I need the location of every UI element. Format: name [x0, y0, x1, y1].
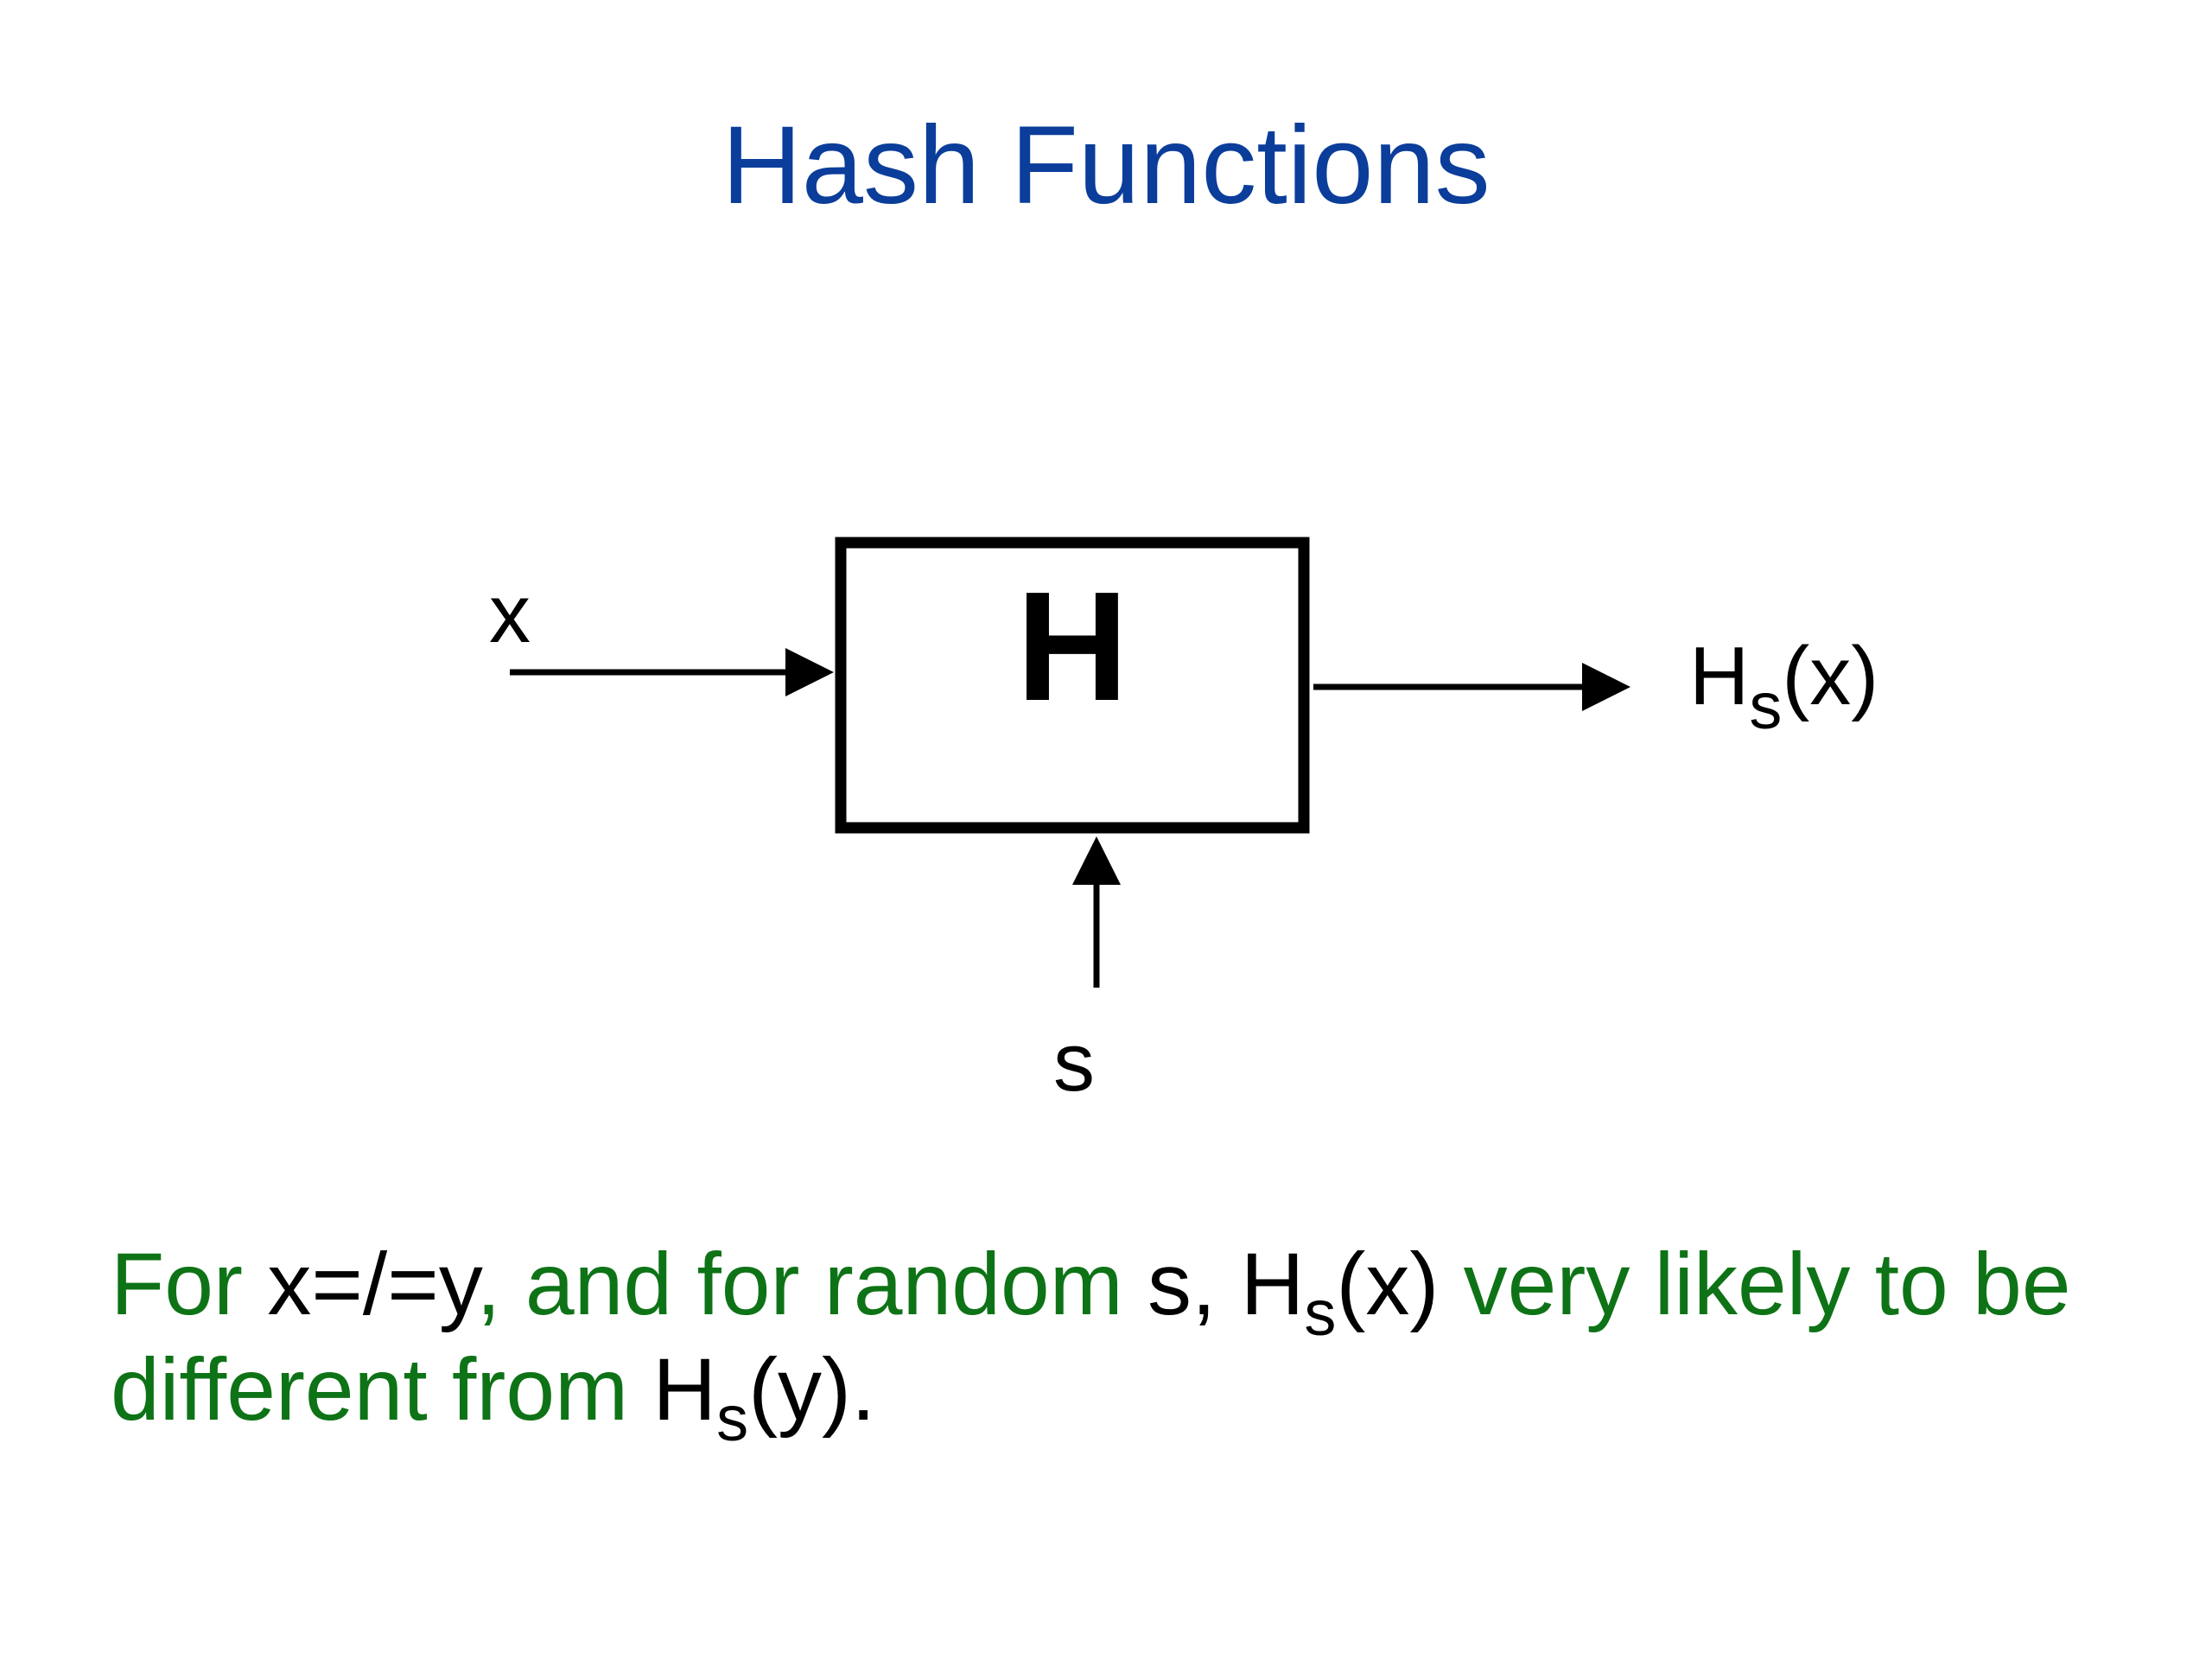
caption-part1: For [111, 1235, 268, 1333]
caption-math-x: (x) [1336, 1235, 1440, 1333]
caption-subscript-s-2: s [716, 1382, 749, 1454]
seed-label: s [1053, 1016, 1095, 1109]
slide-title: Hash Functions [721, 104, 1491, 227]
caption-math-h: H [652, 1340, 717, 1439]
caption-math-y: (y). [748, 1340, 876, 1439]
output-label-arg: (x) [1782, 630, 1878, 722]
caption-text: For x=/=y, and for random s, Hs(x) very … [111, 1231, 2124, 1451]
output-label-subscript: s [1749, 670, 1782, 743]
input-label: x [489, 568, 531, 660]
hash-box-label: H [1016, 560, 1128, 734]
caption-part7: very likely to be different from [111, 1235, 2071, 1439]
hash-box [835, 537, 1310, 834]
caption-subscript-s: s [1304, 1277, 1337, 1349]
caption-math-s-h: s, H [1147, 1235, 1305, 1333]
output-label: Hs(x) [1689, 630, 1878, 743]
caption-part3: , and for random [476, 1235, 1148, 1333]
output-label-base: H [1689, 630, 1749, 722]
caption-math-x-neq-y: x=/=y [267, 1235, 477, 1333]
